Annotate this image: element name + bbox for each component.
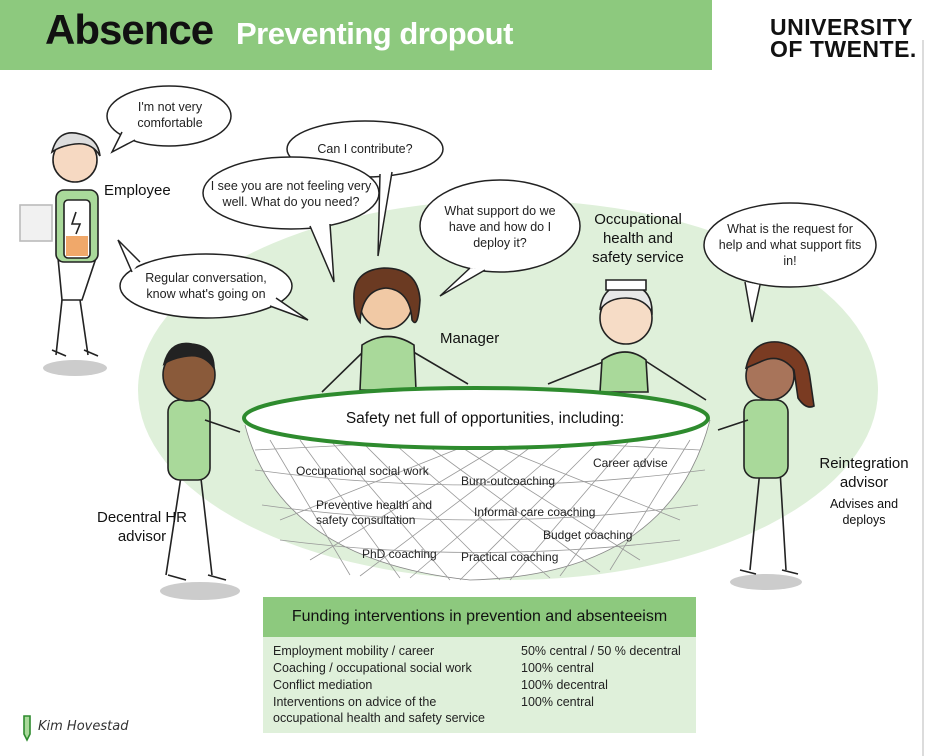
shadow-hr — [160, 582, 240, 600]
label-decentral-hr: Decentral HR advisor — [96, 509, 188, 545]
page-title: Absence — [45, 6, 214, 53]
bubble-request-shape — [703, 202, 877, 323]
university-logo: UNIVERSITY OF TWENTE. — [770, 14, 917, 62]
logo-line-1: UNIVERSITY — [770, 14, 914, 40]
artist-signature: Kim Hovestad — [38, 719, 129, 734]
label-reintegration: Reintegration advisor — [819, 455, 909, 491]
bubble-conversation-text: Regular conversation, know what's going … — [145, 271, 267, 301]
opportunity-item: Preventive health and safety consultatio… — [316, 498, 433, 527]
opportunity-item: Informal care coaching — [474, 505, 596, 519]
funding-title: Funding interventions in prevention and … — [263, 597, 696, 637]
employee-figure — [19, 132, 101, 357]
header-banner — [0, 0, 712, 70]
funding-row-value: 100% decentral — [521, 678, 608, 692]
bubble-employee-shape — [106, 85, 232, 154]
opportunity-item: Career advise — [593, 456, 668, 470]
label-occupational: Occupational health and safety service — [592, 211, 684, 266]
net-rim — [242, 386, 710, 450]
label-employee: Employee — [104, 182, 171, 199]
bubble-request-text: What is the request for help and what su… — [718, 222, 862, 268]
bubble-feeling-shape — [202, 156, 380, 283]
page-subtitle: Preventing dropout — [236, 16, 513, 51]
funding-table: Employment mobility / career 50% central… — [263, 637, 696, 733]
bubble-support-shape — [419, 179, 581, 297]
shadow-reintegration — [730, 574, 802, 590]
hr-figure — [162, 342, 241, 581]
shadow-employee — [43, 360, 107, 376]
opportunity-item: Budget coaching — [543, 528, 633, 542]
opportunity-item: PhD coaching — [362, 547, 437, 561]
bubble-conversation-shape — [117, 239, 309, 321]
bubble-employee-text: I'm not very comfortable — [137, 100, 203, 130]
funding-row-value: 100% central — [521, 661, 594, 675]
funding-row-label: Coaching / occupational social work — [273, 661, 472, 675]
manager-figure — [321, 267, 469, 393]
logo-line-2: OF TWENTE. — [770, 36, 917, 62]
funding-row-label: Interventions on advice of the occupatio… — [273, 695, 485, 725]
reintegration-figure — [717, 341, 815, 575]
bubble-feeling-text: I see you are not feeling very well. Wha… — [210, 179, 372, 209]
net-title: Safety net full of opportunities, includ… — [345, 410, 625, 427]
right-divider — [922, 40, 924, 756]
safety-net — [244, 419, 711, 581]
funding-row-value: 100% central — [521, 695, 594, 709]
opportunity-item: Occupational social work — [296, 464, 429, 478]
funding-row-label: Conflict mediation — [273, 678, 373, 692]
opportunity-item: Practical coaching — [461, 550, 559, 564]
occupational-figure — [547, 279, 707, 401]
funding-row-value: 50% central / 50 % decentral — [521, 644, 681, 658]
pencil-icon — [23, 715, 31, 742]
label-manager: Manager — [440, 330, 500, 347]
bubble-contribute-text: Can I contribute? — [317, 142, 413, 156]
funding-row-label: Employment mobility / career — [273, 644, 435, 658]
opportunity-item: Burn-outcoaching — [461, 474, 556, 488]
bubble-support-text: What support do we have and how do I dep… — [444, 204, 556, 250]
label-reintegration-note: Advises and deploys — [829, 497, 899, 527]
